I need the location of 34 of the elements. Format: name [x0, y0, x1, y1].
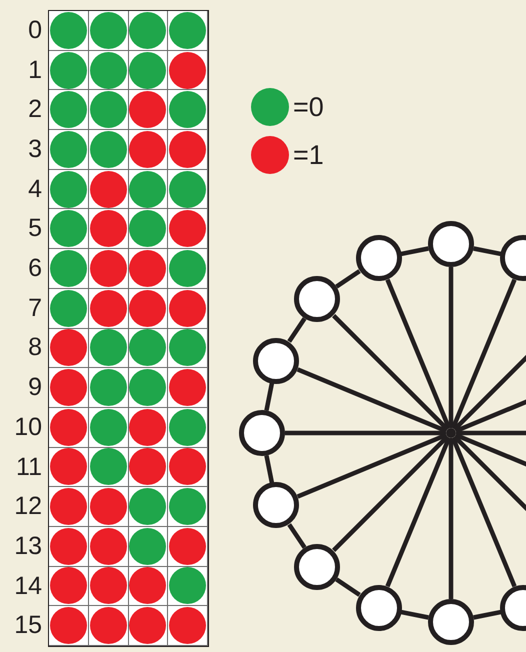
- legend-text: =1: [293, 142, 324, 168]
- row-number: 1: [28, 58, 42, 83]
- row-number: 5: [28, 216, 42, 242]
- row-number: 14: [14, 574, 42, 599]
- row-number: 4: [28, 176, 42, 202]
- spoke-line: [385, 278, 452, 430]
- rim-line: [473, 246, 502, 256]
- row-number: 12: [14, 494, 42, 520]
- row-number: 2: [28, 97, 42, 122]
- spoke-line: [448, 267, 454, 428]
- rim-line: [264, 382, 274, 411]
- spoke-line: [456, 430, 526, 436]
- row-number: 15: [14, 613, 42, 638]
- spoke-line: [448, 438, 454, 599]
- row-number: 8: [28, 335, 42, 360]
- spoke-line: [332, 314, 450, 432]
- rim-line: [400, 246, 429, 256]
- row-number: 3: [28, 136, 42, 162]
- rim-line: [264, 455, 274, 484]
- spoke-line: [285, 430, 446, 436]
- row-number: 13: [14, 534, 42, 559]
- row-number: 9: [28, 375, 42, 400]
- rim-line: [473, 610, 502, 620]
- spoke-line: [385, 436, 452, 588]
- row-number: 10: [14, 414, 42, 440]
- spoke-line: [450, 278, 517, 430]
- row-number: 11: [16, 454, 42, 480]
- spoke-line: [450, 436, 517, 588]
- row-number: 0: [28, 18, 42, 43]
- row-number: 6: [28, 256, 42, 282]
- spoke-line: [332, 434, 450, 552]
- row-number: 7: [28, 296, 42, 321]
- legend-text: =0: [293, 94, 324, 120]
- rim-line: [400, 610, 429, 620]
